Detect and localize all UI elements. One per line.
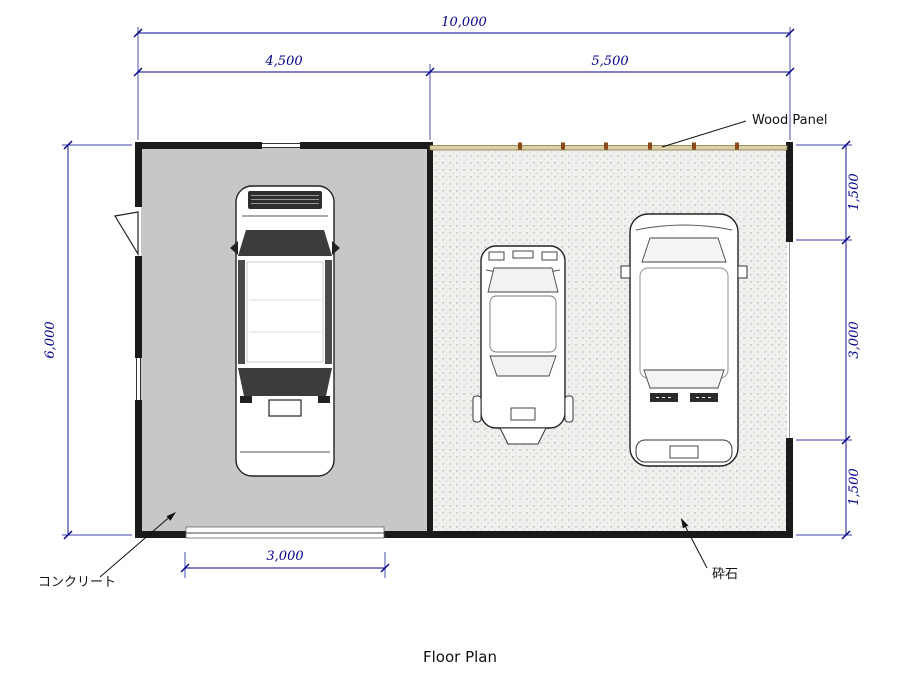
leader-gravel: 砕石: [681, 518, 738, 582]
leader-concrete: コンクリート: [38, 512, 176, 590]
dim-door: 3,000: [180, 549, 390, 578]
dim-label-right-middle: 3,000: [847, 321, 862, 358]
dim-label-left-bay: 4,500: [264, 54, 302, 69]
wood-panel-edge: [429, 142, 788, 151]
walls: [135, 142, 793, 538]
leader-wood-panel: Wood Panel: [661, 113, 827, 148]
gravel-label: 砕石: [712, 567, 738, 582]
wood-panel-label: Wood Panel: [752, 113, 827, 128]
dim-left: 6,000: [43, 140, 132, 540]
dim-label-overall-depth: 6,000: [43, 321, 58, 358]
door-swing: [114, 211, 139, 257]
dim-top: 10,000 4,500 5,500: [133, 15, 795, 140]
dim-label-right-bay: 5,500: [591, 54, 628, 69]
dim-label-door-opening: 3,000: [266, 549, 303, 564]
dim-right: 1,500 3,000 1,500: [796, 140, 862, 540]
garage-door-opening: [185, 526, 385, 539]
dim-label-right-top: 1,500: [847, 173, 862, 210]
car-garage: [230, 185, 340, 477]
concrete-label: コンクリート: [38, 575, 116, 590]
car-middle: [472, 245, 574, 445]
drawing-title: Floor Plan: [423, 648, 497, 666]
dim-label-right-bottom: 1,500: [847, 468, 862, 505]
car-right: [620, 213, 748, 467]
dim-label-overall-width: 10,000: [441, 15, 487, 30]
